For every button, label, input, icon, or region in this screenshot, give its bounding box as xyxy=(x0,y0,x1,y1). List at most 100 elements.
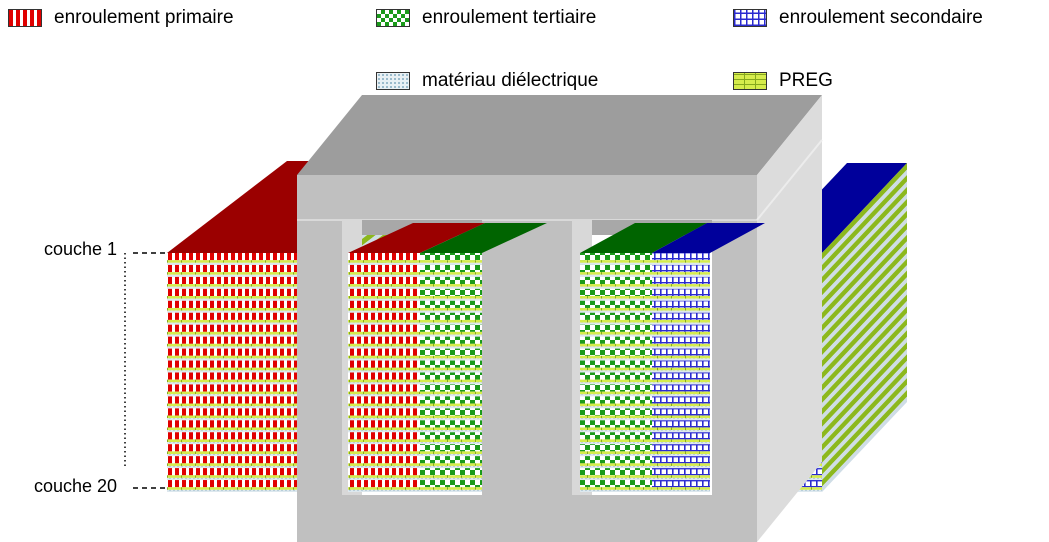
winding-layer xyxy=(652,432,710,440)
dielectric-layer xyxy=(167,394,297,397)
winding-layer xyxy=(652,480,710,488)
winding-layer xyxy=(652,456,710,464)
legend-tertiary: enroulement tertiaire xyxy=(376,7,596,29)
core-top-face xyxy=(297,95,822,175)
dielectric-layer xyxy=(348,453,482,457)
preg-side-band xyxy=(822,366,907,463)
preg-layer xyxy=(348,296,482,299)
preg-side-band xyxy=(822,318,907,415)
preg-layer xyxy=(167,475,297,478)
dielectric-layer xyxy=(167,489,297,492)
winding-layer xyxy=(348,253,420,261)
layer-label-first: couche 1 xyxy=(44,239,118,259)
dielectric-side-band xyxy=(822,169,907,265)
legend-dielectric: matériau diélectrique xyxy=(376,70,598,92)
preg-layer xyxy=(580,439,710,443)
preg-layer xyxy=(167,391,297,395)
dielectric-side-band xyxy=(822,360,907,457)
winding-layer xyxy=(580,348,652,356)
dielectric-layer xyxy=(167,310,297,313)
preg-layer xyxy=(348,379,482,383)
preg-side-band xyxy=(822,270,907,368)
preg-layer xyxy=(167,367,297,371)
dielectric-layer xyxy=(167,418,297,421)
winding-layer xyxy=(348,372,420,380)
dielectric-side-band xyxy=(822,348,907,445)
winding-layer xyxy=(652,372,710,380)
preg-side-band xyxy=(822,222,907,320)
preg-side-band xyxy=(822,234,907,332)
legend-tertiary-label: enroulement tertiaire xyxy=(422,7,597,28)
winding-layer xyxy=(652,288,710,297)
preg-swatch-icon xyxy=(733,72,767,90)
preg-layer xyxy=(167,439,297,443)
tertiary-winding-swatch-icon xyxy=(376,9,410,27)
dielectric-side-band xyxy=(822,217,907,313)
winding-layer xyxy=(420,372,482,380)
winding-layer xyxy=(167,408,297,416)
dielectric-side-band xyxy=(822,277,907,373)
preg-layer xyxy=(348,427,482,431)
dielectric-layer xyxy=(580,418,710,421)
dielectric-side-band xyxy=(822,372,907,469)
winding-layer xyxy=(420,253,482,261)
winding-layer xyxy=(167,253,297,261)
winding-layer xyxy=(580,432,652,440)
winding-layer xyxy=(348,420,420,428)
winding-layer xyxy=(652,396,710,404)
winding-layer xyxy=(652,444,710,452)
legend-preg-label: PREG xyxy=(779,70,833,91)
winding-layer xyxy=(652,408,710,416)
preg-layer xyxy=(167,319,297,323)
dielectric-side-band xyxy=(822,324,907,421)
winding-layer xyxy=(652,348,710,356)
dielectric-layer xyxy=(348,477,482,481)
dielectric-layer xyxy=(580,370,710,373)
dielectric-layer xyxy=(348,274,482,277)
preg-layer xyxy=(348,343,482,347)
winding-top-face xyxy=(348,223,485,253)
winding-layer xyxy=(167,384,297,392)
winding-layer xyxy=(580,456,652,464)
dielectric-layer xyxy=(167,262,297,265)
preg-layer xyxy=(580,343,710,347)
preg-layer xyxy=(580,415,710,419)
preg-layer xyxy=(167,355,297,359)
preg-layer xyxy=(348,355,482,359)
core-right-face xyxy=(757,95,822,542)
dielectric-layer xyxy=(580,442,710,445)
dielectric-side-band xyxy=(822,396,907,492)
dielectric-layer xyxy=(580,286,710,289)
preg-layer xyxy=(348,307,482,311)
dielectric-layer xyxy=(580,465,710,469)
dielectric-layer xyxy=(167,406,297,409)
core-front-face xyxy=(297,175,757,542)
winding-layer xyxy=(348,432,420,440)
dielectric-layer xyxy=(167,286,297,289)
winding-layer xyxy=(420,396,482,404)
dielectric-layer xyxy=(348,310,482,313)
winding-layer xyxy=(167,396,297,404)
dielectric-side-band xyxy=(822,241,907,337)
preg-layer xyxy=(580,260,710,263)
dielectric-layer xyxy=(580,274,710,277)
dielectric-layer xyxy=(348,382,482,385)
winding-layer xyxy=(420,300,482,308)
dielectric-layer xyxy=(580,430,710,433)
winding-layer xyxy=(580,480,652,488)
winding-layer xyxy=(580,336,652,344)
winding-layer xyxy=(580,444,652,452)
winding-layer xyxy=(167,480,297,488)
winding-layer xyxy=(580,300,652,308)
preg-layer xyxy=(580,284,710,287)
winding-layer xyxy=(348,312,420,320)
winding-layer xyxy=(652,336,710,344)
preg-side-band xyxy=(822,294,907,392)
preg-side-band xyxy=(822,282,907,380)
dielectric-layer xyxy=(167,382,297,385)
preg-layer xyxy=(348,319,482,323)
winding-layer xyxy=(167,372,297,380)
preg-layer xyxy=(580,355,710,359)
preg-layer xyxy=(580,307,710,311)
winding-layer xyxy=(167,360,297,368)
